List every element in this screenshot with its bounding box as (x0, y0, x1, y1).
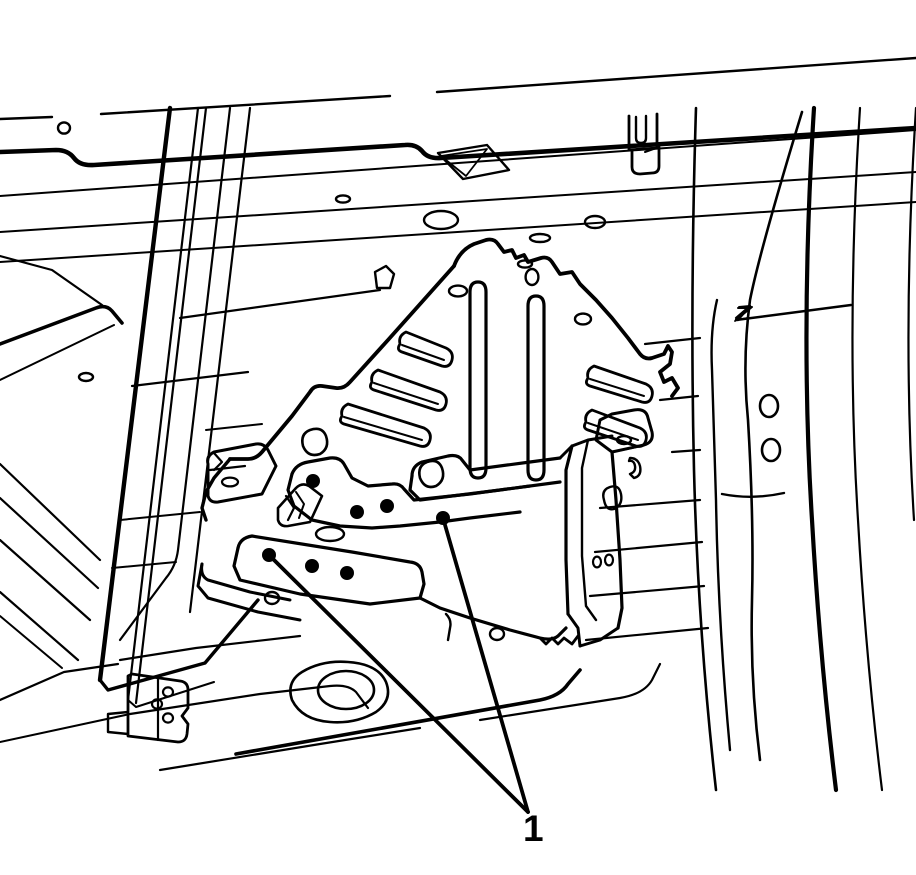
bolt-dots-group (305, 474, 394, 580)
leader-end-dots (262, 511, 450, 562)
upper-rail-panel (0, 56, 916, 290)
floor-panel (106, 634, 662, 772)
battery-tray-bracket (196, 237, 680, 648)
a-pillar-structure (0, 105, 260, 743)
u-clip (627, 112, 661, 176)
bolt-dot (340, 566, 354, 580)
callout-leader-line (441, 516, 530, 814)
leader-end-dot (436, 511, 450, 525)
leader-end-dot (262, 548, 276, 562)
bolt-dot (306, 474, 320, 488)
callout-leader-lines (267, 516, 530, 814)
bolt-dot (305, 559, 319, 573)
mid-shelf-rails (111, 288, 710, 642)
callout-leader-line (267, 553, 530, 814)
bolt-dot (380, 499, 394, 513)
bolt-dot (350, 505, 364, 519)
wheelhouse-panel (691, 105, 916, 793)
callout-label-1: 1 (523, 808, 544, 849)
